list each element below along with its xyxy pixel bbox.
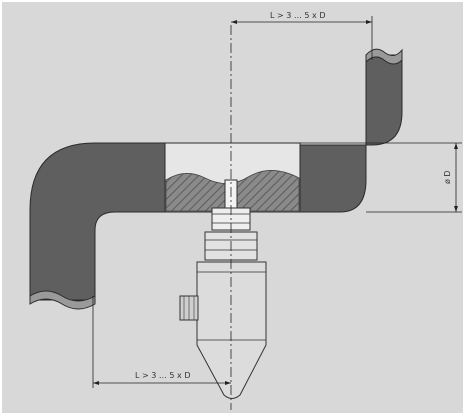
sensor-body xyxy=(196,261,267,399)
diameter-label: ø D xyxy=(443,170,452,184)
bottom-dimension-label: L > 3 … 5 x D xyxy=(135,371,191,380)
pipe-left-break xyxy=(29,290,96,310)
pipe-left-elbow xyxy=(29,142,166,301)
top-dimension-label: L > 3 … 5 x D xyxy=(270,11,326,20)
pipe-right-break xyxy=(365,48,403,65)
